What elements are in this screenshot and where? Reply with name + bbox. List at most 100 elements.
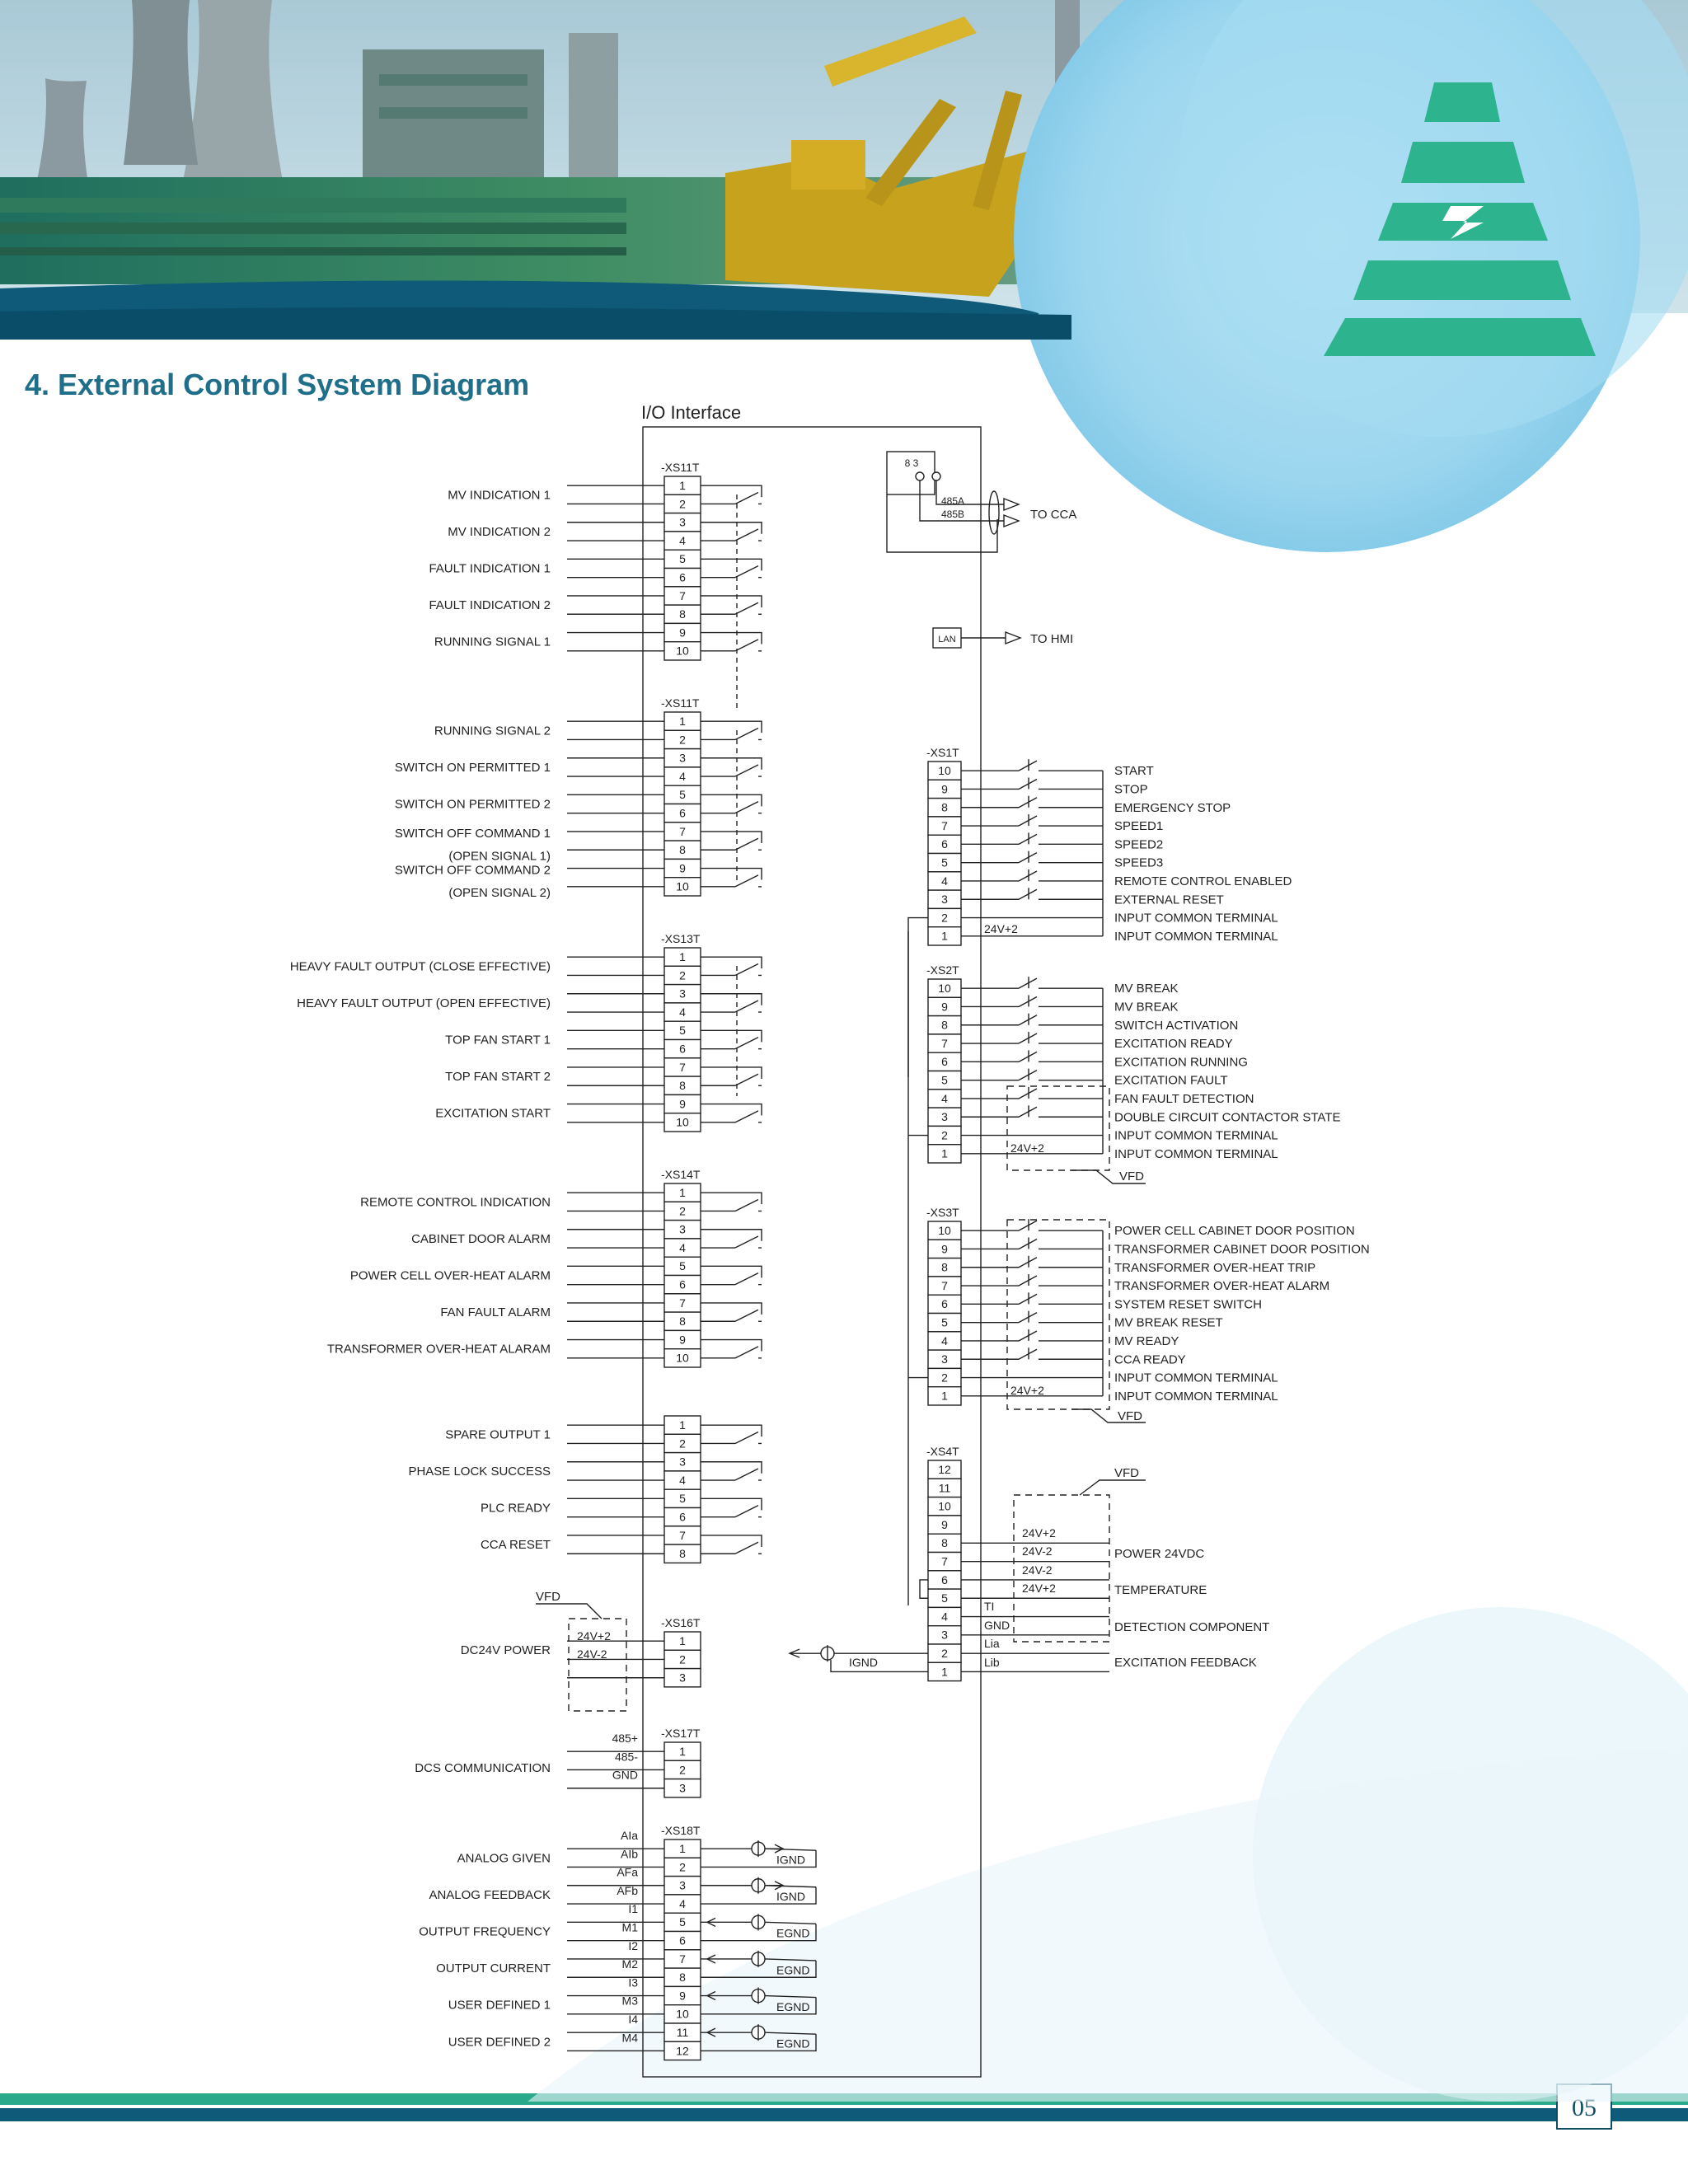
lan-label: LAN bbox=[938, 635, 955, 644]
xs4-ignd-label: IGND bbox=[849, 1656, 878, 1669]
xs11b-relay-contact bbox=[701, 720, 762, 733]
xs15-terminal-number: 1 bbox=[679, 1418, 686, 1432]
xs2-terminal-number: 6 bbox=[941, 1055, 948, 1068]
xs13-terminal-number: 10 bbox=[676, 1116, 689, 1129]
xs13-terminal-number: 8 bbox=[679, 1079, 686, 1092]
xs4-wire-label: 24V+2 bbox=[1022, 1582, 1056, 1595]
xs11a-terminal-number: 6 bbox=[679, 571, 686, 584]
xs1-terminal-number: 5 bbox=[941, 856, 948, 869]
xs1-terminal-number: 6 bbox=[941, 837, 948, 851]
comm-frame-wire bbox=[886, 494, 998, 553]
xs3-terminal-number: 6 bbox=[941, 1297, 948, 1310]
xs18-wire bbox=[764, 1921, 817, 1925]
xs2-switch-blade bbox=[1018, 977, 1038, 989]
xs3-signal: SYSTEM RESET SWITCH bbox=[1114, 1297, 1262, 1311]
xs3-signal: INPUT COMMON TERMINAL bbox=[1114, 1371, 1278, 1385]
xs3-terminal-number: 2 bbox=[941, 1371, 948, 1384]
xs4-vfd-leader bbox=[1079, 1479, 1146, 1496]
xs11b-relay-contact bbox=[701, 757, 762, 770]
xs14-relay-blade bbox=[734, 1346, 759, 1359]
xs18-arrow-icon bbox=[774, 1844, 785, 1854]
xs1-signal: REMOTE CONTROL ENABLED bbox=[1114, 874, 1292, 888]
xs18-terminal-number: 10 bbox=[676, 2008, 689, 2021]
xs13-relay-blade bbox=[734, 1110, 759, 1123]
xs14-terminal-number: 6 bbox=[679, 1278, 686, 1291]
xs2-vfd-box bbox=[1006, 1085, 1110, 1171]
xs4-group-label: EXCITATION FEEDBACK bbox=[1114, 1656, 1257, 1670]
xs14-signal: REMOTE CONTROL INDICATION bbox=[360, 1195, 551, 1209]
xs13-signal: HEAVY FAULT OUTPUT (CLOSE EFFECTIVE) bbox=[290, 959, 551, 973]
xs3-terminal-number: 4 bbox=[941, 1334, 948, 1347]
xs1-terminal-number: 4 bbox=[941, 874, 948, 888]
xs16-vfd-leader bbox=[536, 1603, 603, 1619]
xs14-label: -XS14T bbox=[661, 1168, 701, 1181]
xs3-vfd-box bbox=[1006, 1219, 1110, 1410]
xs15-signal: SPARE OUTPUT 1 bbox=[445, 1427, 551, 1441]
xs16-vfd-box bbox=[568, 1618, 627, 1712]
xs17-pin: 485+ bbox=[612, 1732, 638, 1745]
xs18-pin: I2 bbox=[628, 1939, 638, 1952]
xs18-terminal-number: 4 bbox=[679, 1897, 686, 1910]
xs14-terminal-number: 10 bbox=[676, 1352, 689, 1365]
xs15-terminal-number: 8 bbox=[679, 1547, 686, 1560]
xs11b-terminal-number: 9 bbox=[679, 861, 686, 874]
xs4-terminal-number: 8 bbox=[941, 1536, 948, 1549]
xs1-signal: SPEED1 bbox=[1114, 819, 1163, 833]
xs1-terminal-number: 10 bbox=[938, 764, 951, 777]
xs1-switch-blade bbox=[1018, 815, 1038, 827]
xs1-signal: INPUT COMMON TERMINAL bbox=[1114, 912, 1278, 926]
xs18-ground: EGND bbox=[776, 2036, 809, 2050]
xs18-pin: M3 bbox=[622, 1994, 639, 2008]
xs13-signal: HEAVY FAULT OUTPUT (OPEN EFFECTIVE) bbox=[297, 996, 551, 1010]
xs1-switch-blade bbox=[1018, 778, 1038, 790]
xs4-group-label: TEMPERATURE bbox=[1114, 1583, 1207, 1597]
xs11a-relay-contact bbox=[701, 558, 762, 571]
xs15-signal: PHASE LOCK SUCCESS bbox=[408, 1465, 551, 1479]
xs11b-relay-blade bbox=[734, 801, 759, 814]
xs13-terminal-number: 2 bbox=[679, 968, 686, 982]
xs15-relay-blade bbox=[734, 1468, 759, 1481]
xs11a-relay-contact bbox=[701, 485, 762, 498]
xs3-switch-blade bbox=[1018, 1330, 1038, 1342]
xs18-ground: IGND bbox=[776, 1890, 805, 1903]
xs11a-terminal-number: 3 bbox=[679, 516, 686, 529]
xs3-terminal-number: 7 bbox=[941, 1279, 948, 1292]
xs15-terminal-number: 2 bbox=[679, 1436, 686, 1450]
xs18-signal: ANALOG GIVEN bbox=[457, 1851, 551, 1865]
xs1-terminal-number: 7 bbox=[941, 819, 948, 832]
xs18-signal: OUTPUT CURRENT bbox=[436, 1961, 551, 1975]
xs18-signal: USER DEFINED 2 bbox=[448, 2035, 551, 2049]
xs13-relay-blade bbox=[734, 1000, 759, 1013]
xs18-return-wire bbox=[701, 2034, 817, 2052]
xs2-label: -XS2T bbox=[926, 963, 959, 977]
xs15-terminal-number: 7 bbox=[679, 1529, 686, 1542]
xs4-terminal-number: 10 bbox=[938, 1500, 951, 1513]
db9-connector-icon bbox=[886, 451, 935, 495]
xs13-relay-contact bbox=[701, 993, 762, 1005]
xs14-relay-contact bbox=[701, 1229, 762, 1241]
io-interface-title: I/O Interface bbox=[641, 402, 741, 423]
xs3-signal: CCA READY bbox=[1114, 1352, 1186, 1366]
xs2-switch-blade bbox=[1018, 1088, 1038, 1099]
xs2-signal: SWITCH ACTIVATION bbox=[1114, 1019, 1238, 1033]
xs14-relay-contact bbox=[701, 1192, 762, 1205]
xs18-terminal-number: 8 bbox=[679, 1971, 686, 1984]
xs18-wire bbox=[764, 2032, 817, 2035]
cooling-tower-2 bbox=[181, 0, 284, 190]
xs13-label: -XS13T bbox=[661, 932, 701, 945]
xs18-arrow-icon bbox=[706, 1917, 716, 1927]
xs1-switch-blade bbox=[1018, 760, 1038, 771]
to-cca-label: TO CCA bbox=[1030, 508, 1076, 522]
xs2-signal: INPUT COMMON TERMINAL bbox=[1114, 1129, 1278, 1143]
xs16-terminal-number: 1 bbox=[679, 1634, 686, 1647]
xs18-pin: I4 bbox=[628, 2013, 638, 2026]
xs11b-signal: SWITCH ON PERMITTED 2 bbox=[395, 798, 551, 812]
xs17-terminal-number: 1 bbox=[679, 1745, 686, 1758]
xs1-terminal-number: 1 bbox=[941, 930, 948, 943]
xs4-label: -XS4T bbox=[926, 1445, 959, 1458]
xs1-signal: EMERGENCY STOP bbox=[1114, 801, 1231, 815]
xs14-terminal-number: 5 bbox=[679, 1259, 686, 1272]
xs17-signal: DCS COMMUNICATION bbox=[415, 1761, 551, 1775]
